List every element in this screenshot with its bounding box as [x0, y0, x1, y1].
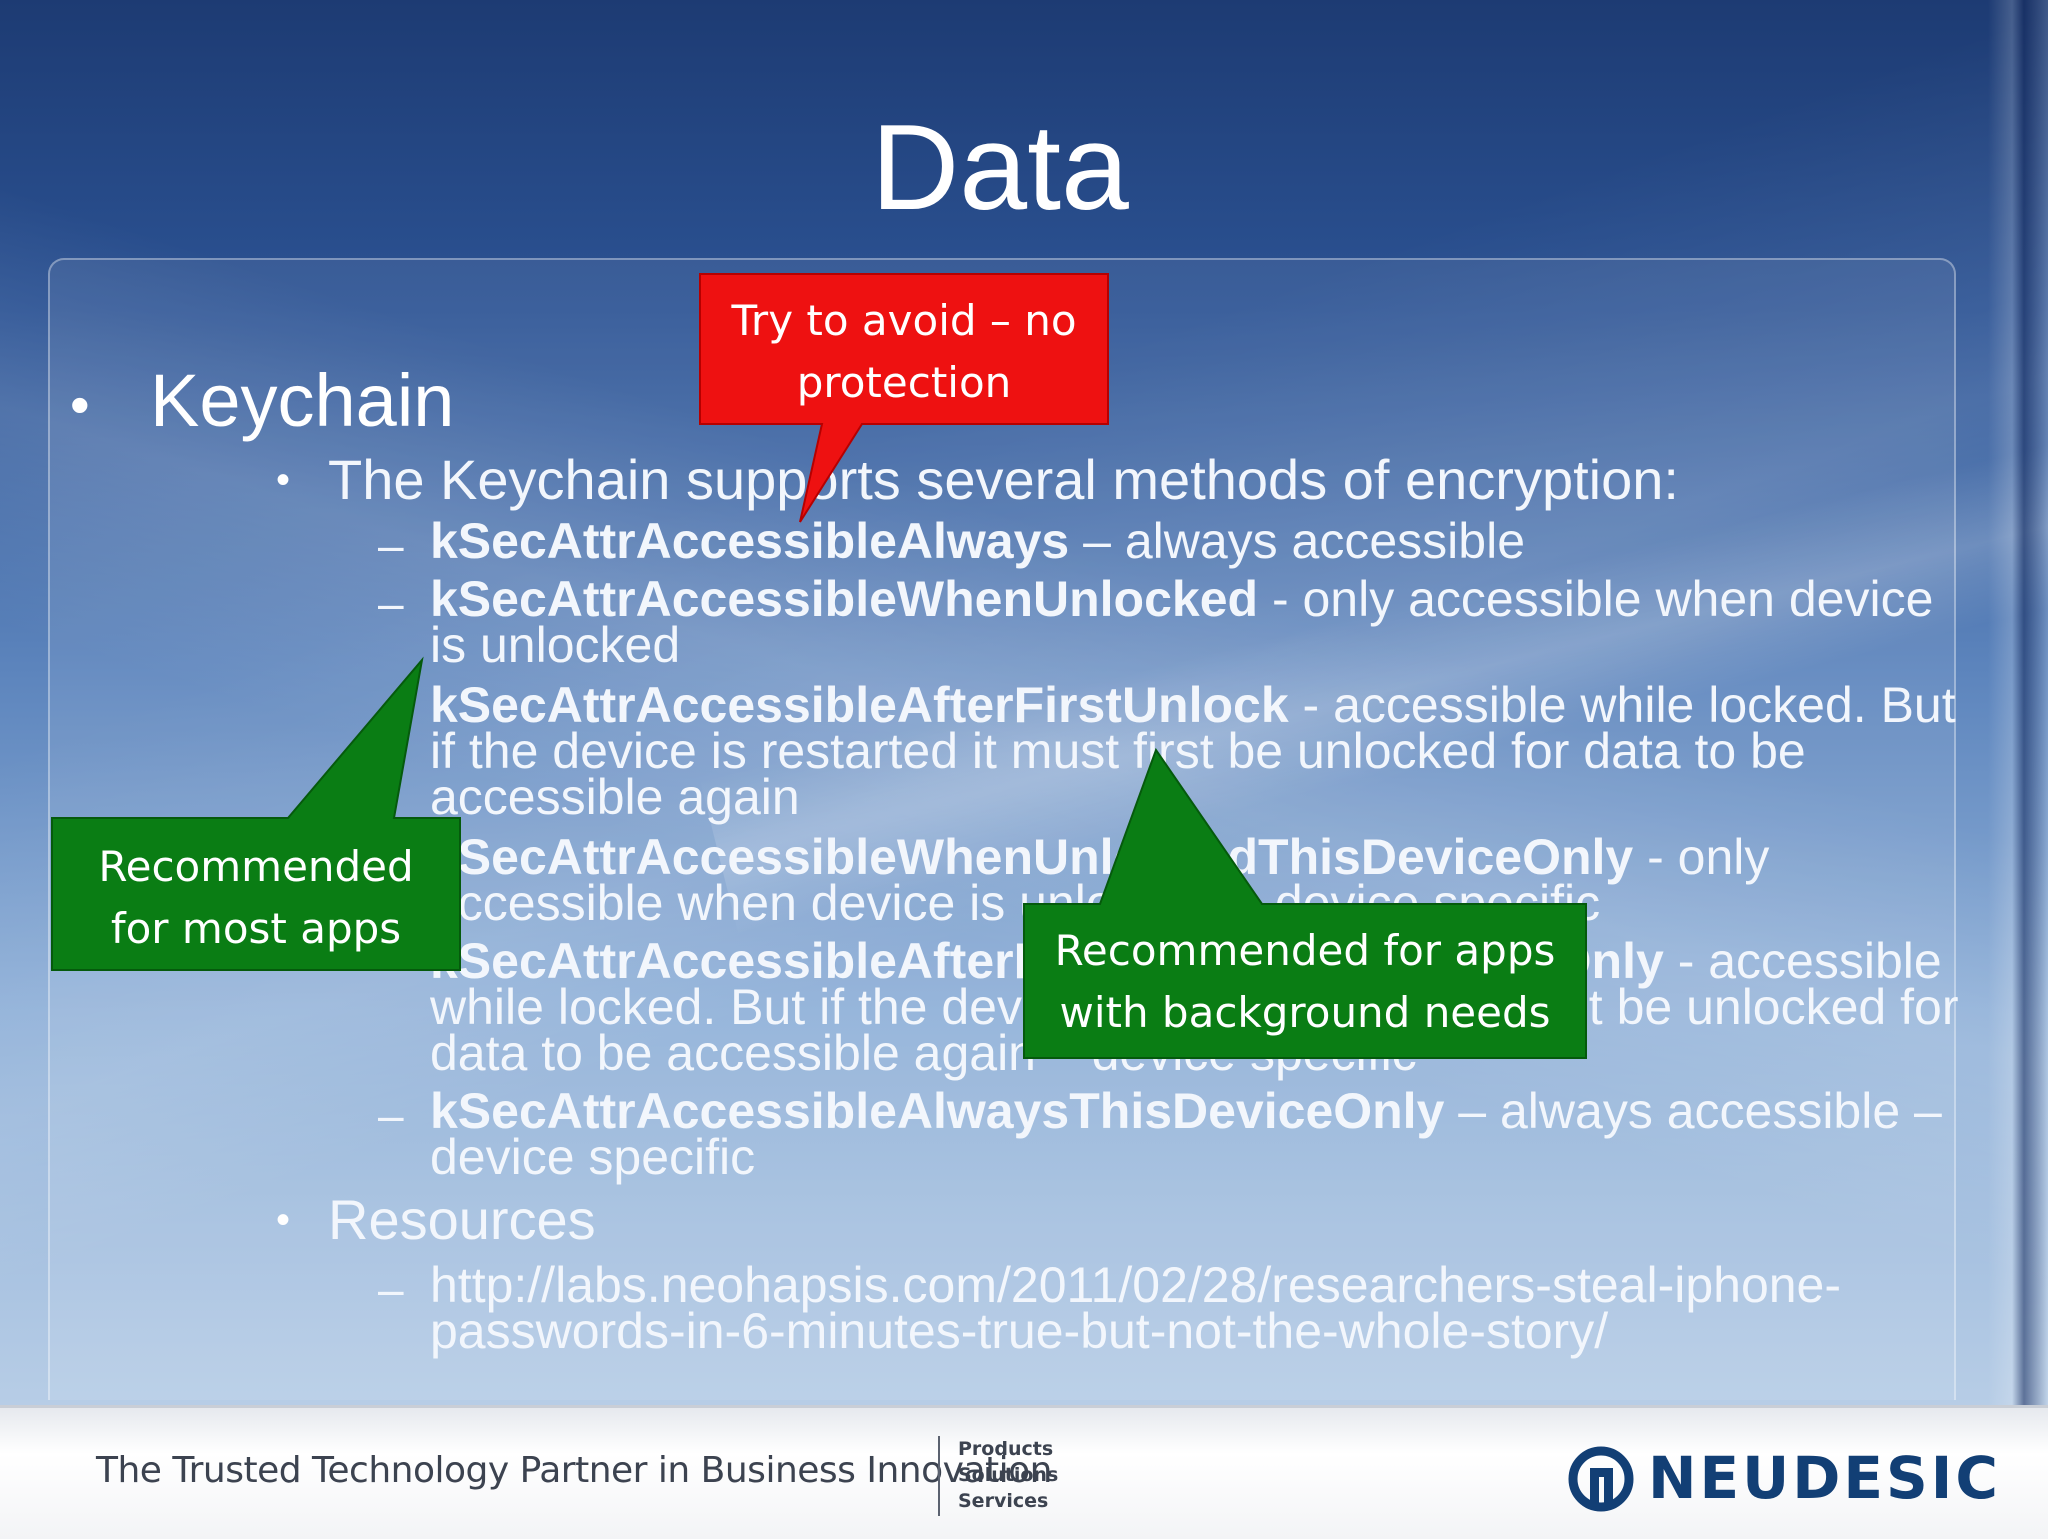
footer-offerings: Products Solutions Services [958, 1436, 1058, 1514]
callout-recommended-most-shape [51, 656, 461, 971]
callout-recommended-bg-text: Recommended for apps with background nee… [1024, 920, 1586, 1044]
background-right-stripe [1988, 0, 2048, 1405]
resource-link-cont[interactable]: passwords-in-6-minutes-true-but-not-the-… [430, 1303, 1609, 1359]
callout-avoid-line1: Try to avoid – no [731, 296, 1077, 345]
dash: – [378, 519, 404, 571]
callout-recommended-bg-line2: with background needs [1059, 988, 1551, 1037]
method-item: kSecAttrAccessibleAfterFirstUnlock - acc… [430, 677, 1956, 733]
dash: – [378, 1089, 404, 1141]
neudesic-logo: NEUDESIC [1568, 1444, 1998, 1512]
footer-services: Services [958, 1490, 1049, 1512]
bullet-dot: • [70, 373, 90, 436]
dash: – [378, 577, 404, 629]
callout-recommended-bg-line1: Recommended for apps [1054, 926, 1556, 975]
bullet-resources: Resources [328, 1188, 596, 1251]
callout-recommended-most-line2: for most apps [110, 904, 402, 953]
dash: – [378, 1263, 404, 1315]
method-item: kSecAttrAccessibleAlwaysThisDeviceOnly –… [430, 1083, 1942, 1139]
callout-avoid-text: Try to avoid – no protection [700, 290, 1108, 414]
callout-recommended-most-text: Recommended for most apps [52, 836, 460, 960]
footer-tagline: The Trusted Technology Partner in Busine… [96, 1450, 1052, 1491]
keychain-intro-text: The Keychain supports several methods of… [328, 448, 1679, 511]
method-desc-cont: is unlocked [430, 617, 681, 673]
neudesic-logo-icon [1568, 1446, 1634, 1512]
footer-products: Products [958, 1438, 1054, 1460]
slide-title: Data [871, 99, 1129, 235]
footer-bar: The Trusted Technology Partner in Busine… [0, 1405, 2048, 1539]
footer-solutions: Solutions [958, 1464, 1059, 1486]
method-item: kSecAttrAccessibleWhenUnlocked - only ac… [430, 571, 1934, 627]
footer-divider [938, 1436, 940, 1516]
callout-avoid-line2: protection [796, 358, 1012, 407]
method-desc-cont: accessible again [430, 769, 800, 825]
method-desc-cont: if the device is restarted it must first… [430, 723, 1806, 779]
method-item: kSecAttrAccessibleAlways – always access… [430, 513, 1525, 569]
method-desc-cont: device specific [430, 1129, 756, 1185]
method-item: kSecAttrAccessibleWhenUnlockedThisDevice… [430, 829, 1770, 885]
bullet-keychain: Keychain [150, 359, 455, 442]
slide-background [0, 0, 2048, 1405]
neudesic-logo-text: NEUDESIC [1648, 1444, 2001, 1512]
callout-recommended-most-line1: Recommended [98, 842, 414, 891]
bullet-dot: • [276, 458, 291, 502]
callout-recommended-bg-shape [1023, 747, 1587, 1059]
callout-shapes [51, 273, 1587, 1059]
callout-avoid-shape [699, 273, 1109, 523]
resource-link[interactable]: http://labs.neohapsis.com/2011/02/28/res… [430, 1257, 1842, 1313]
bullet-dot: • [276, 1198, 291, 1242]
